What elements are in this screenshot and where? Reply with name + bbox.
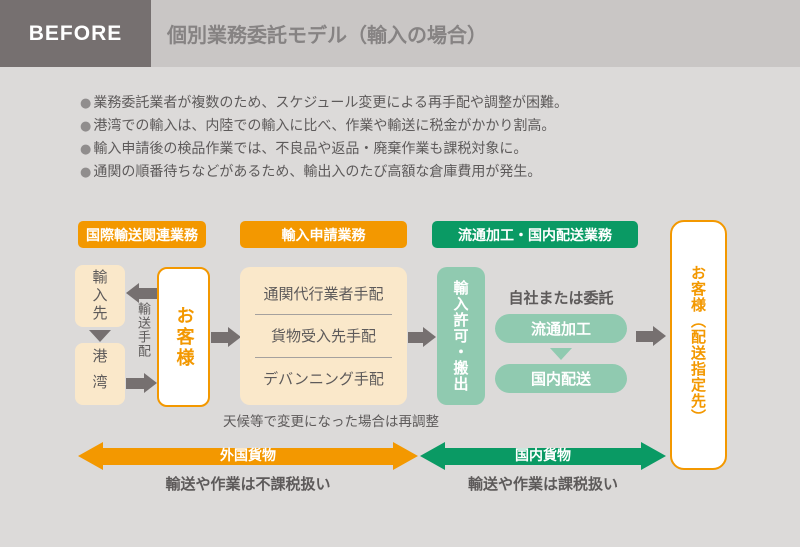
arrowhead-icon	[653, 326, 666, 346]
arrow-left-icon	[126, 283, 157, 303]
customer-box: お客様	[157, 267, 210, 407]
arrangement-item: デバンニング手配	[263, 369, 384, 388]
issue-text: 港湾での輸入は、内陸での輸入に比べ、作業や輸送に税金がかかり割高。	[93, 118, 556, 134]
issue-list: ● 業務委託業者が複数のため、スケジュール変更による再手配や調整が困難。 ● 港…	[80, 92, 568, 184]
distribution-processing-pill: 流通加工	[495, 314, 627, 343]
import-destination-label: 輸入先	[90, 269, 109, 323]
arrowhead-icon	[420, 442, 445, 470]
domestic-cargo-label: 国内貨物	[445, 447, 641, 465]
issue-item: ● 輸入申請後の検品作業では、不良品や返品・廃棄作業も課税対象に。	[80, 138, 568, 161]
issue-item: ● 業務委託業者が複数のため、スケジュール変更による再手配や調整が困難。	[80, 92, 568, 115]
issue-text: 業務委託業者が複数のため、スケジュール変更による再手配や調整が困難。	[93, 95, 568, 111]
customer-destination-box: お客様（配送指定先）	[670, 220, 727, 470]
arrowhead-icon	[126, 283, 139, 303]
arrowhead-icon	[423, 327, 436, 347]
customer-label: お客様	[173, 305, 195, 369]
down-arrow-icon	[550, 348, 572, 360]
arrow-right-icon	[211, 327, 241, 347]
arrow-right-icon	[636, 326, 666, 346]
issue-item: ● 通関の順番待ちなどがあるため、輸出入のたび高額な倉庫費用が発生。	[80, 161, 568, 184]
customer-destination-label: お客様（配送指定先）	[689, 265, 707, 425]
domestic-delivery-pill: 国内配送	[495, 364, 627, 393]
inhouse-or-outsourced-label: 自社または委託	[508, 289, 614, 307]
arrangements-box: 通関代行業者手配 貨物受入先手配 デバンニング手配	[240, 267, 407, 405]
import-permit-label: 輸入許可・搬出	[451, 280, 470, 392]
title-bar: 個別業務委託モデル（輸入の場合）	[151, 0, 800, 67]
bullet-icon: ●	[80, 96, 92, 111]
import-permit-box: 輸入許可・搬出	[437, 267, 485, 405]
arrow-right-icon	[126, 373, 157, 393]
arrowhead-icon	[144, 373, 157, 393]
arrowhead-icon	[78, 442, 103, 470]
page-title: 個別業務委託モデル（輸入の場合）	[167, 23, 487, 47]
bullet-icon: ●	[80, 142, 92, 157]
arrow-shaft	[636, 330, 653, 342]
divider	[255, 356, 392, 358]
tab-import-application: 輸入申請業務	[240, 221, 407, 248]
arrow-right-icon	[408, 327, 436, 347]
arrowhead-icon	[393, 442, 418, 470]
arrowhead-icon	[641, 442, 666, 470]
arrow-shaft	[126, 377, 144, 389]
arrowhead-icon	[228, 327, 241, 347]
divider	[255, 314, 392, 316]
tab-international-transport: 国際輸送関連業務	[78, 221, 206, 248]
arrangement-item: 貨物受入先手配	[270, 327, 376, 346]
arrow-shaft	[408, 331, 423, 343]
issue-text: 輸入申請後の検品作業では、不良品や返品・廃棄作業も課税対象に。	[93, 141, 528, 157]
tab-domestic-processing: 流通加工・国内配送業務	[432, 221, 638, 248]
before-badge: BEFORE	[0, 0, 151, 67]
foreign-cargo-arrow: 外国貨物	[78, 442, 418, 470]
foreign-cargo-desc: 輸送や作業は不課税扱い	[165, 475, 331, 493]
domestic-cargo-arrow: 国内貨物	[420, 442, 666, 470]
issue-item: ● 港湾での輸入は、内陸での輸入に比べ、作業や輸送に税金がかかり割高。	[80, 115, 568, 138]
port-label: 港湾	[90, 348, 109, 400]
transport-arrangement-label: 輸送手配	[135, 302, 150, 358]
bullet-icon: ●	[80, 119, 92, 134]
weather-note: 天候等で変更になった場合は再調整	[223, 414, 439, 430]
arrow-shaft	[139, 287, 157, 299]
issue-text: 通関の順番待ちなどがあるため、輸出入のたび高額な倉庫費用が発生。	[93, 164, 542, 180]
domestic-cargo-desc: 輸送や作業は課税扱い	[467, 475, 618, 493]
bullet-icon: ●	[80, 165, 92, 180]
port-box: 港湾	[75, 343, 125, 405]
down-arrow-icon	[89, 330, 111, 342]
import-destination-box: 輸入先	[75, 265, 125, 327]
arrangement-item: 通関代行業者手配	[263, 285, 384, 304]
foreign-cargo-label: 外国貨物	[103, 447, 393, 465]
arrow-shaft	[211, 331, 228, 343]
